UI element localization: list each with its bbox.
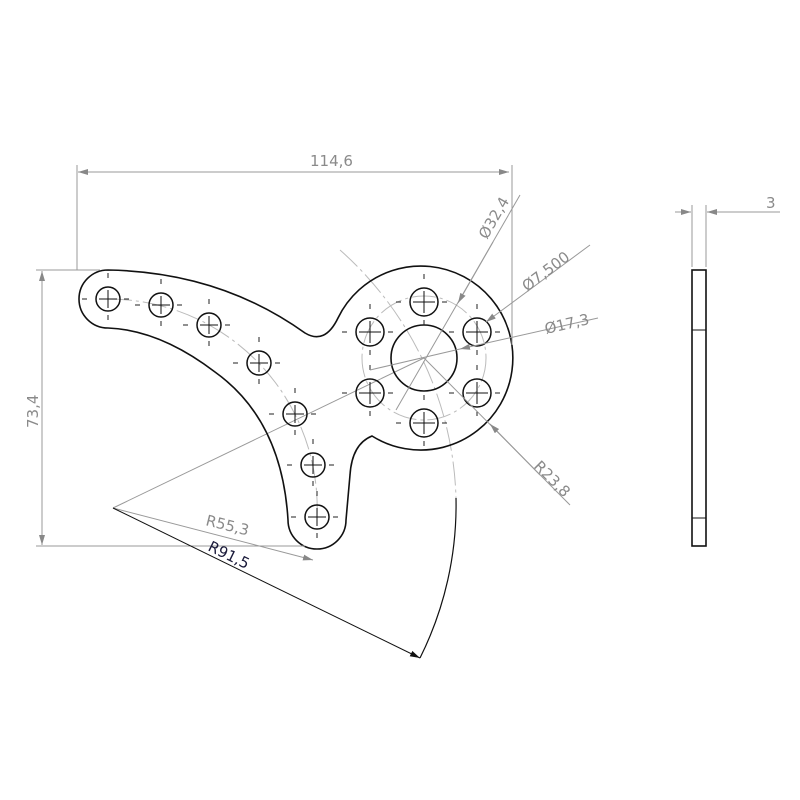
bolt-hole (462, 317, 492, 347)
bolt-hole (95, 286, 121, 312)
bolt-hole (409, 408, 439, 438)
height-label: 73,4 (24, 395, 42, 428)
part-outline (78, 265, 514, 550)
bolt-hole (462, 378, 492, 408)
bolt-hole (304, 504, 330, 530)
bolt-holes (82, 273, 505, 543)
dimension-width: 114,6 (76, 152, 513, 345)
bolt-hole (300, 452, 326, 478)
bolt-hole (246, 350, 272, 376)
arm-arc-radius-label: R55,3 (204, 511, 251, 539)
bolt-hole-label: Ø7,500 (519, 248, 574, 295)
construction-lines (107, 249, 487, 518)
bolt-hole (282, 401, 308, 427)
hub-radius-label: R23,8 (530, 457, 574, 501)
bolt-hole (196, 312, 222, 338)
thickness-label: 3 (766, 194, 776, 212)
dimension-height: 73,4 (24, 269, 305, 547)
bolt-hole (148, 292, 174, 318)
center-hole-label: Ø17,3 (543, 310, 591, 338)
bolt-hole (355, 317, 385, 347)
arc-dimensions: R55,3 R91,5 (112, 497, 457, 659)
width-label: 114,6 (310, 152, 353, 170)
hub-dimensions: Ø32,4 Ø7,500 Ø17,3 R23,8 (369, 194, 599, 506)
bolt-hole (409, 287, 439, 317)
bolt-hole (355, 378, 385, 408)
side-view: 3 (675, 194, 780, 547)
